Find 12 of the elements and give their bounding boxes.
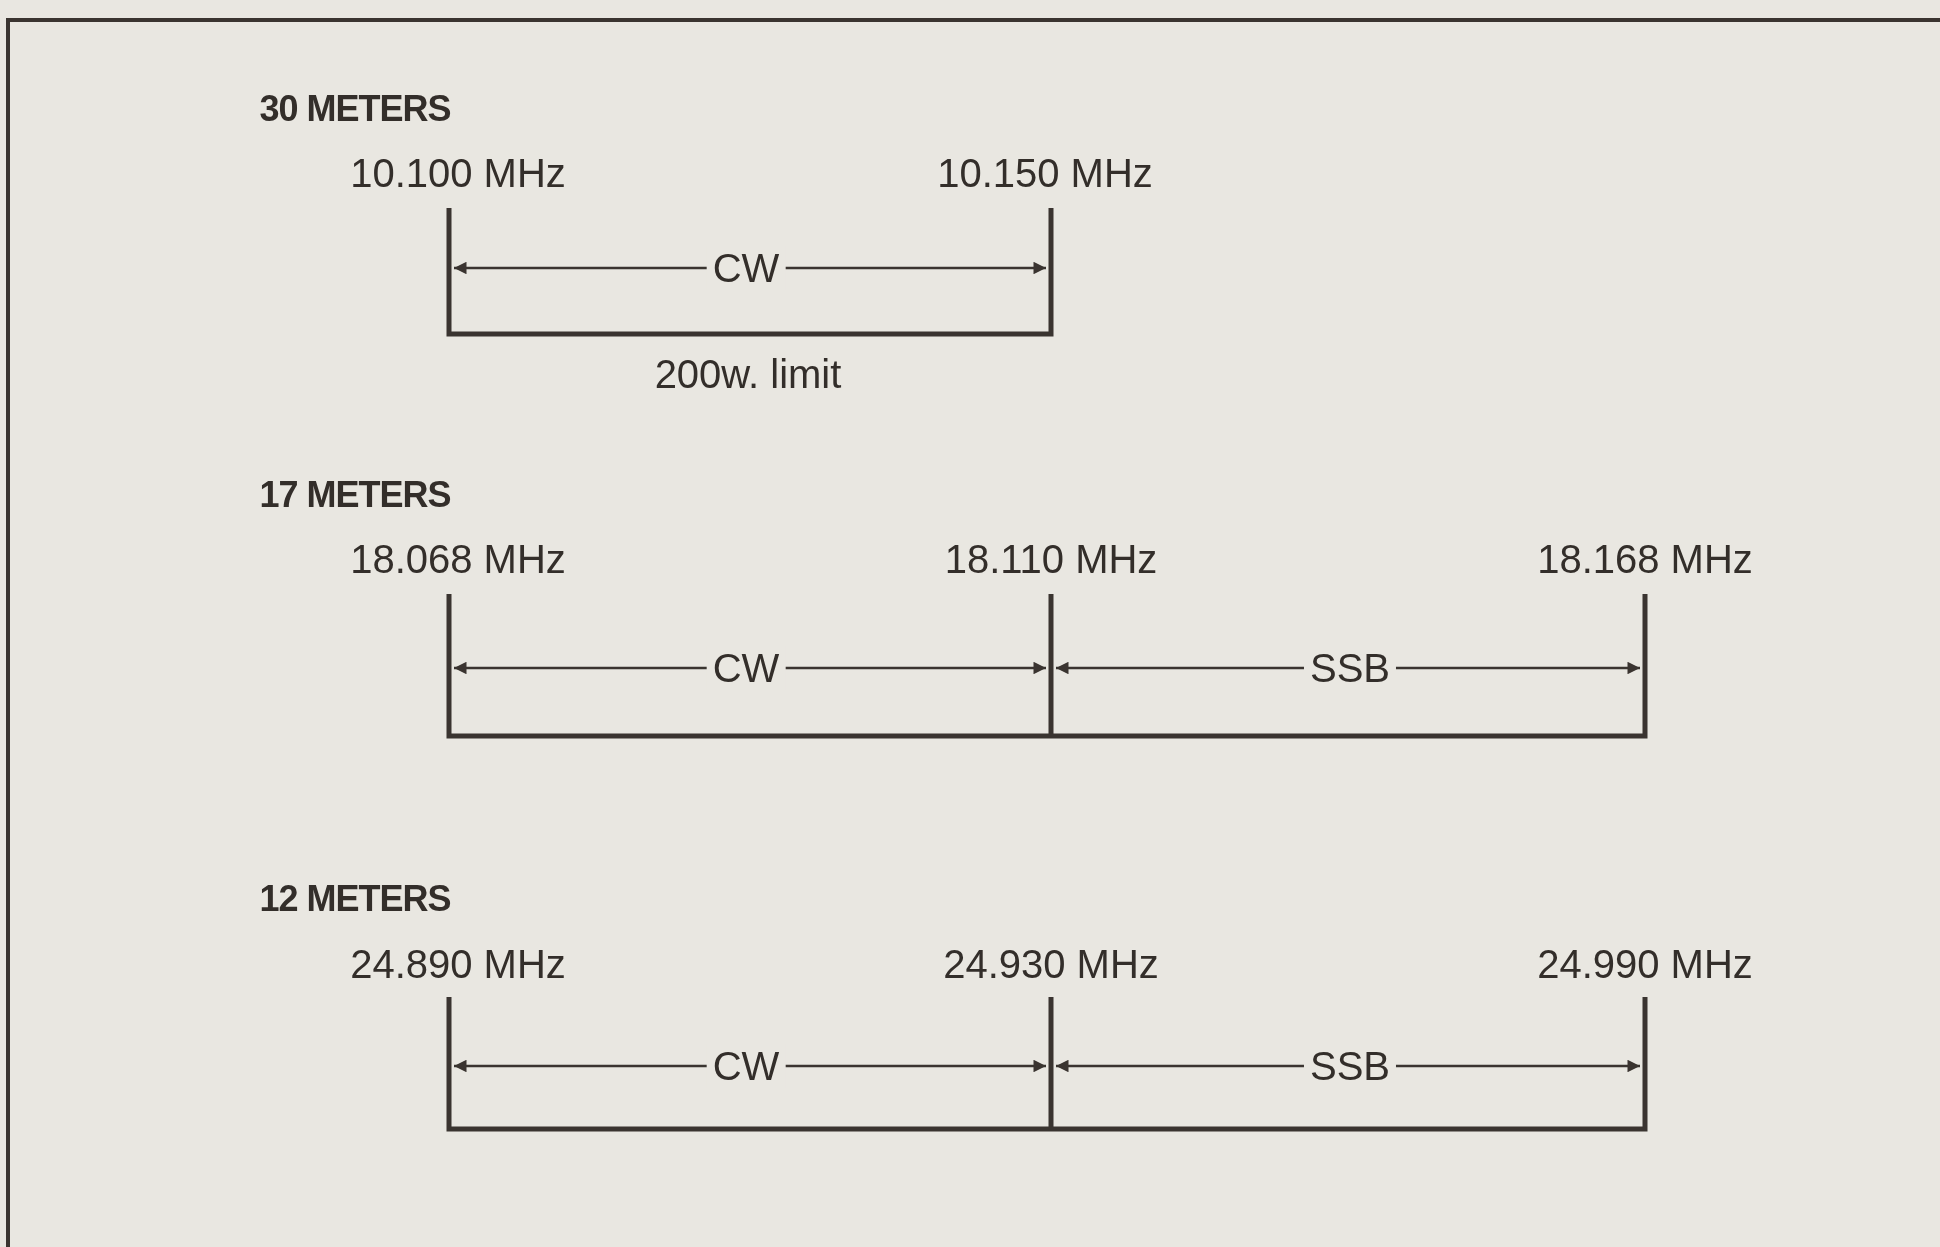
frequency-label: 18.068 MHz — [350, 537, 566, 581]
band-heading: 17 METERS — [259, 475, 451, 515]
frequency-label: 18.110 MHz — [944, 537, 1158, 581]
band-heading: 30 METERS — [259, 89, 451, 129]
frequency-label: 10.100 MHz — [350, 151, 566, 195]
frequency-label: 18.168 MHz — [1537, 537, 1753, 581]
frequency-label: 10.150 MHz — [937, 151, 1153, 195]
frequency-label: 24.890 MHz — [350, 942, 566, 986]
band-heading: 12 METERS — [259, 879, 451, 919]
frequency-label: 24.930 MHz — [943, 942, 1159, 986]
frequency-label: 24.990 MHz — [1537, 942, 1753, 986]
power-limit-note: 200w. limit — [654, 352, 842, 396]
